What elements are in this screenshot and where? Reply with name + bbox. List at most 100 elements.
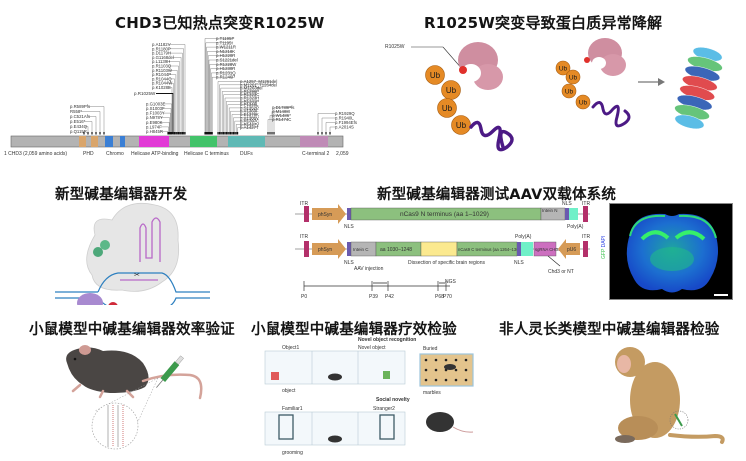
mutation-marker [271, 132, 273, 135]
mutation-label: p.A2014S [335, 125, 354, 130]
mutation-stem [88, 106, 105, 134]
mutation-stem [208, 59, 237, 134]
domain-dufs [228, 136, 265, 147]
ubiquitin-label: Ub [565, 88, 574, 95]
domain-c-terminal-2 [300, 136, 328, 147]
mutation-label: p.C521Afs [70, 114, 90, 119]
mutation-label: p.R1044W [152, 81, 173, 86]
mutation-label: p.L974F [146, 124, 162, 129]
protein-end-label: 2,059 [336, 151, 349, 157]
v2-sgrna-label: sgRNA CHD3 [535, 247, 561, 252]
mutation-stem [229, 107, 257, 134]
mutation-stem [227, 104, 257, 134]
ubiquitin-icon [565, 69, 581, 85]
proteasome-icon [674, 47, 723, 130]
timeline-tick-label: P68 [435, 294, 444, 300]
mutation-marker [225, 132, 227, 135]
mutation-marker [176, 132, 178, 135]
domain-label-helicase-atp: Helicase ATP-binding [131, 151, 179, 157]
marble [464, 378, 468, 382]
aav-dual-vector-title: 新型碱基编辑器测试AAV双载体系统 [377, 187, 617, 203]
mutation-label: p.R1940L [335, 116, 354, 121]
mutation-marker [235, 132, 237, 135]
marble [454, 378, 458, 382]
mouse-therapy-title: 小鼠模型中碱基编辑器疗效检验 [251, 322, 457, 338]
marble [454, 358, 458, 362]
mutation-marker [221, 132, 223, 135]
mutation-marker [99, 132, 101, 135]
mutation-stem [168, 87, 173, 134]
mouse-eye [73, 357, 77, 361]
domain-label-phd: PHD [83, 151, 94, 157]
mutation-stem [210, 68, 233, 134]
ubiquitin-label: Ub [446, 86, 457, 95]
mouse-body [66, 347, 149, 393]
mutation-label: p.L1139H [152, 59, 170, 64]
ubiquitin-icon [437, 98, 457, 118]
mutation-stem [317, 113, 335, 134]
v2-itr-right [583, 241, 588, 257]
mutation-marker [180, 132, 182, 135]
mutation-stem [168, 52, 183, 134]
mutation-marker [325, 132, 327, 135]
chd3-lollipop-diagram: 1 CHD3 (2,059 amino acids) PHD Chromo He… [4, 36, 357, 157]
mutation-stem [173, 57, 182, 134]
mutation-stem [329, 126, 335, 134]
macaque-illustration [615, 347, 725, 444]
grooming-label: grooming [282, 450, 303, 456]
mutation-label: p.R1103Q [152, 64, 172, 69]
mutation-label-r1025w: p.R1025W [134, 91, 156, 96]
ubiquitin-label: Ub [430, 71, 441, 80]
v2-nls-left-label: NLS [344, 260, 354, 266]
effector-protein [77, 293, 103, 305]
hippocampus-left [640, 230, 670, 241]
macaque-foot [615, 435, 635, 443]
cas9-protein-shape [86, 202, 180, 292]
v2-deaminase-segment [420, 241, 458, 257]
mutation-stem [168, 74, 177, 134]
domain-label-c-terminal-2: C-terminal 2 [302, 151, 329, 157]
mutation-marker [169, 132, 171, 135]
ubiquitin-icon [561, 83, 577, 99]
mutation-marker [183, 132, 185, 135]
mutation-stem [168, 65, 179, 134]
stranger-label: Stranger2 [373, 406, 395, 412]
mutation-label: p.R1044P [152, 72, 171, 77]
mutation-label: p.R1103W [152, 68, 173, 73]
mutation-label: p.R1929Q [335, 111, 355, 116]
mutation-stem [84, 121, 93, 134]
v2-itr-left-label: ITR [300, 234, 308, 240]
domain-phd-2 [91, 136, 98, 147]
ubiquitin-label: Ub [442, 104, 453, 113]
mutation-marker [95, 132, 97, 135]
ubiquitin-label: Ub [456, 121, 467, 130]
mutation-stem [205, 42, 233, 134]
mutation-marker [267, 132, 269, 135]
v1-nls-left-label: NLS [344, 224, 354, 230]
stain-legend: GFP DAPI [601, 236, 607, 259]
mutation-stem [325, 122, 335, 134]
v1-itr-right-label: ITR [582, 201, 590, 207]
mutation-label: p.R1044Q [152, 76, 172, 81]
mutation-stem [231, 114, 257, 134]
domain-helicase-c [190, 136, 217, 147]
mutation-marker [210, 132, 212, 135]
mutation-marker [273, 132, 275, 135]
mutation-marker [232, 132, 234, 135]
domain-chromo-2 [120, 136, 125, 147]
mutation-stem [269, 115, 289, 134]
mutation-marker [206, 132, 208, 135]
primate-title: 非人灵长类模型中碱基编辑器检验 [499, 322, 720, 338]
mutation-stem [224, 97, 257, 134]
mutation-stem [162, 108, 172, 134]
v2-aa-label: aa 1030–1248 [380, 247, 412, 253]
mutation-stem-r1025w [156, 93, 174, 134]
mutation-marker [237, 132, 239, 135]
mouse-efficiency-title: 小鼠模型中碱基编辑器效率验证 [29, 322, 235, 338]
mutation-marker [87, 132, 89, 135]
mutation-stem [220, 87, 261, 134]
novel-object-label: Novel object [358, 345, 386, 351]
